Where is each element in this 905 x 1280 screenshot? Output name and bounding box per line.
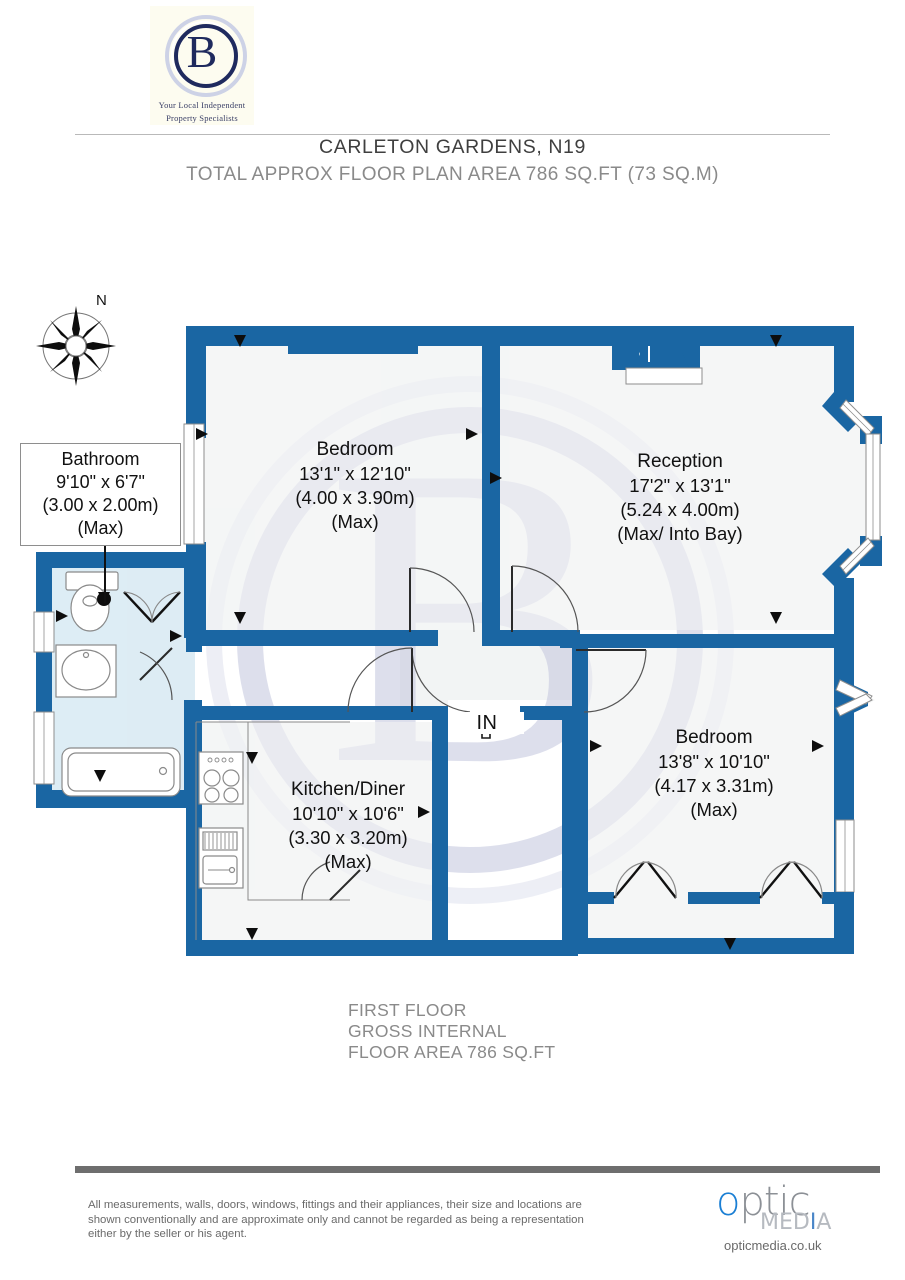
agency-tagline: Your Local Independent Property Speciali… (150, 98, 254, 125)
reception-qualifier: (Max/ Into Bay) (617, 523, 743, 544)
logo-ring-outer (165, 15, 247, 97)
page-title: CARLETON GARDENS, N19 (319, 136, 586, 158)
bathroom-label-callout: Bathroom 9'10" x 6'7" (3.00 x 2.00m) (Ma… (20, 443, 181, 546)
room-label-kitchen-diner: Kitchen/Diner 10'10" x 10'6" (3.30 x 3.2… (243, 778, 453, 874)
kitchen-fixtures (195, 721, 350, 940)
optic-media-url: opticmedia.co.uk (724, 1238, 822, 1253)
compass-north-label: N (96, 292, 107, 309)
media-pre-glyph: MED (760, 1210, 810, 1235)
media-wordmark: MEDIA (760, 1212, 831, 1234)
room-label-bedroom-2: Bedroom 13'8" x 10'10" (4.17 x 3.31m) (M… (603, 726, 825, 822)
logo-ring-inner (174, 24, 238, 88)
optic-wordmark: optic (716, 1182, 884, 1222)
kitchen-diner-qualifier: (Max) (324, 851, 372, 872)
bedroom2-french-doors (613, 861, 823, 899)
door-swings (139, 565, 647, 901)
optic-o-glyph: o (716, 1179, 741, 1225)
bathroom-fixtures (55, 571, 181, 797)
optic-media-logo[interactable]: optic MEDIA opticmedia.co.uk (716, 1182, 884, 1254)
floor-summary-line1: FIRST FLOOR (348, 1000, 467, 1020)
footer-divider-bar (75, 1166, 880, 1173)
logo-letter: B (186, 26, 218, 77)
agency-tagline-line1: Your Local Independent (158, 100, 246, 110)
reception-metric: (5.24 x 4.00m) (620, 499, 740, 520)
bedroom-1-imperial: 13'1" x 12'10" (299, 463, 411, 484)
disclaimer-line3: either by the seller or his agent. (88, 1228, 247, 1240)
compass-icon (36, 306, 116, 386)
bathroom-label-imperial: 9'10" x 6'7" (56, 472, 145, 492)
reception-imperial: 17'2" x 13'1" (629, 475, 731, 496)
entrance-label-text: IN (476, 712, 498, 734)
bedroom-1-name: Bedroom (316, 439, 394, 460)
agency-logo: B Your Local Independent Property Specia… (150, 6, 254, 128)
disclaimer-line1: All measurements, walls, doors, windows,… (88, 1199, 582, 1211)
kitchen-diner-metric: (3.30 x 3.20m) (288, 827, 408, 848)
kitchen-diner-imperial: 10'10" x 10'6" (292, 803, 404, 824)
plan-walls (33, 326, 882, 956)
bedroom-1-qualifier: (Max) (331, 511, 379, 532)
total-area-text: TOTAL APPROX FLOOR PLAN AREA 786 SQ.FT (… (186, 164, 719, 185)
bathroom-bifold-doors (123, 591, 181, 623)
header-divider (75, 134, 830, 135)
media-i-glyph: I (809, 1210, 817, 1235)
bedroom-2-imperial: 13'8" x 10'10" (658, 751, 770, 772)
title-block: CARLETON GARDENS, N19 TOTAL APPROX FLOOR… (0, 133, 905, 189)
bedroom-2-name: Bedroom (675, 727, 753, 748)
floor-summary: FIRST FLOOR GROSS INTERNAL FLOOR AREA 78… (348, 1000, 555, 1063)
agency-tagline-line2: Property Specialists (166, 113, 238, 123)
room-label-reception: Reception 17'2" x 13'1" (5.24 x 4.00m) (… (560, 450, 800, 546)
floor-summary-line3: FLOOR AREA 786 SQ.FT (348, 1042, 556, 1062)
agency-logo-mark: B (150, 6, 254, 98)
bedroom-1-metric: (4.00 x 3.90m) (295, 487, 415, 508)
optic-rest-glyph: ptic (739, 1179, 810, 1225)
floor-summary-line2: GROSS INTERNAL (348, 1021, 507, 1041)
disclaimer-text: All measurements, walls, doors, windows,… (88, 1198, 648, 1242)
bathroom-leader-line (104, 545, 106, 603)
media-post-glyph: A (816, 1210, 832, 1235)
bathroom-label-qualifier: (Max) (77, 518, 124, 538)
reception-name: Reception (637, 451, 723, 472)
bedroom-2-qualifier: (Max) (690, 799, 738, 820)
disclaimer-line2: shown conventionally and are approximate… (88, 1213, 584, 1226)
bathroom-label-name: Bathroom (61, 449, 140, 469)
kitchen-diner-name: Kitchen/Diner (290, 779, 406, 800)
bedroom-2-metric: (4.17 x 3.31m) (654, 775, 774, 796)
entrance-label: IN (450, 712, 524, 734)
compass-rose: N (36, 292, 126, 392)
room-label-bedroom-1: Bedroom 13'1" x 12'10" (4.00 x 3.90m) (M… (255, 438, 455, 534)
bathroom-label-metric: (3.00 x 2.00m) (42, 495, 159, 515)
dimension-arrows (56, 335, 824, 950)
